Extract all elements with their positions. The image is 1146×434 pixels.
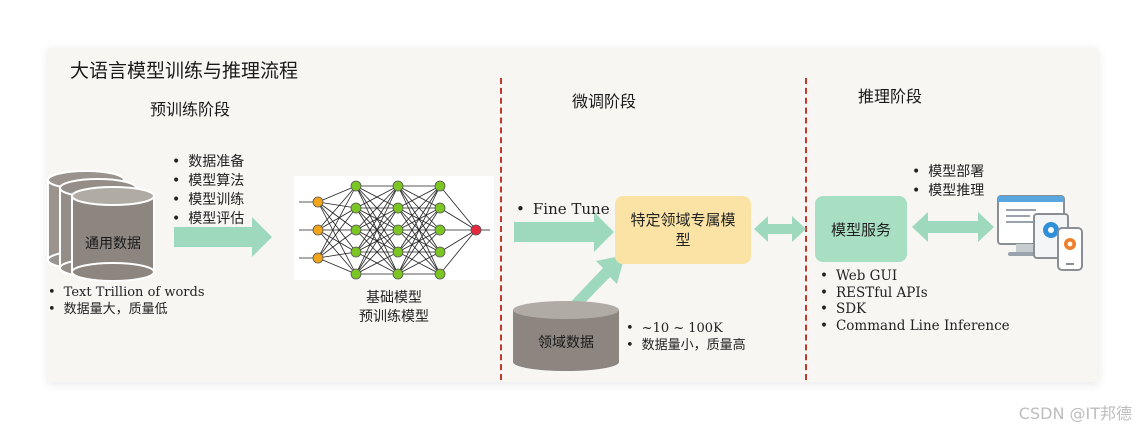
arrow-service-devices-bidirectional bbox=[912, 212, 994, 242]
base-model-label-line2: 预训练模型 bbox=[359, 309, 429, 325]
interface-item: Web GUI bbox=[820, 268, 1010, 285]
interface-item: Command Line Inference bbox=[820, 318, 1010, 335]
fine-tune-list: Fine Tune bbox=[516, 200, 610, 219]
stage-finetune-label: 微调阶段 bbox=[572, 92, 637, 111]
base-model-label: 基础模型 预训练模型 bbox=[319, 289, 469, 327]
domain-data-note: ~10 ~ 100K bbox=[626, 320, 746, 337]
devices-icon bbox=[997, 195, 1083, 271]
domain-model-label-line1: 特定领域专属模 bbox=[630, 211, 736, 229]
stage-inference-label: 推理阶段 bbox=[858, 87, 923, 106]
general-data-notes: Text Trillion of words 数据量大，质量低 bbox=[48, 284, 205, 318]
domain-data-note: 数据量小，质量高 bbox=[626, 337, 746, 354]
general-data-label: 通用数据 bbox=[85, 236, 141, 252]
domain-model-label-line2: 型 bbox=[675, 231, 691, 249]
general-data-note: 数据量大，质量低 bbox=[48, 301, 205, 318]
neural-network-icon bbox=[294, 176, 494, 280]
domain-data-label: 领域数据 bbox=[538, 335, 594, 351]
domain-data-cylinder-icon bbox=[513, 301, 619, 371]
stage-pretrain-label: 预训练阶段 bbox=[150, 100, 231, 119]
watermark: CSDN @IT邦德 bbox=[1018, 404, 1132, 423]
pretrain-step: 模型算法 bbox=[172, 172, 244, 191]
inference-step: 模型部署 bbox=[912, 163, 984, 182]
inference-interfaces-list: Web GUI RESTful APIs SDK Command Line In… bbox=[820, 268, 1010, 334]
pretrain-step: 模型评估 bbox=[172, 210, 244, 229]
model-service-label: 模型服务 bbox=[830, 220, 891, 239]
pretrain-step: 模型训练 bbox=[172, 191, 244, 210]
pretrain-steps-list: 数据准备 模型算法 模型训练 模型评估 bbox=[172, 153, 244, 229]
inference-step: 模型推理 bbox=[912, 182, 984, 201]
fine-tune-label: Fine Tune bbox=[516, 200, 610, 219]
general-data-note: Text Trillion of words bbox=[48, 284, 205, 301]
domain-model-box: 特定领域专属模 型 bbox=[615, 196, 751, 264]
interface-item: SDK bbox=[820, 301, 1010, 318]
pretrain-step: 数据准备 bbox=[172, 153, 244, 172]
general-data-cylinders-icon bbox=[47, 170, 155, 282]
model-service-box: 模型服务 bbox=[815, 196, 907, 262]
base-model-label-line1: 基础模型 bbox=[366, 290, 422, 306]
arrow-data-to-network bbox=[174, 217, 272, 257]
interface-item: RESTful APIs bbox=[820, 285, 1010, 302]
arrow-finetune-to-model bbox=[514, 212, 614, 252]
stage-divider-1 bbox=[500, 78, 502, 380]
inference-steps-list: 模型部署 模型推理 bbox=[912, 163, 984, 201]
arrow-model-service-bidirectional bbox=[754, 216, 806, 242]
diagram-title: 大语言模型训练与推理流程 bbox=[70, 60, 299, 82]
domain-data-notes: ~10 ~ 100K 数据量小，质量高 bbox=[626, 320, 746, 354]
